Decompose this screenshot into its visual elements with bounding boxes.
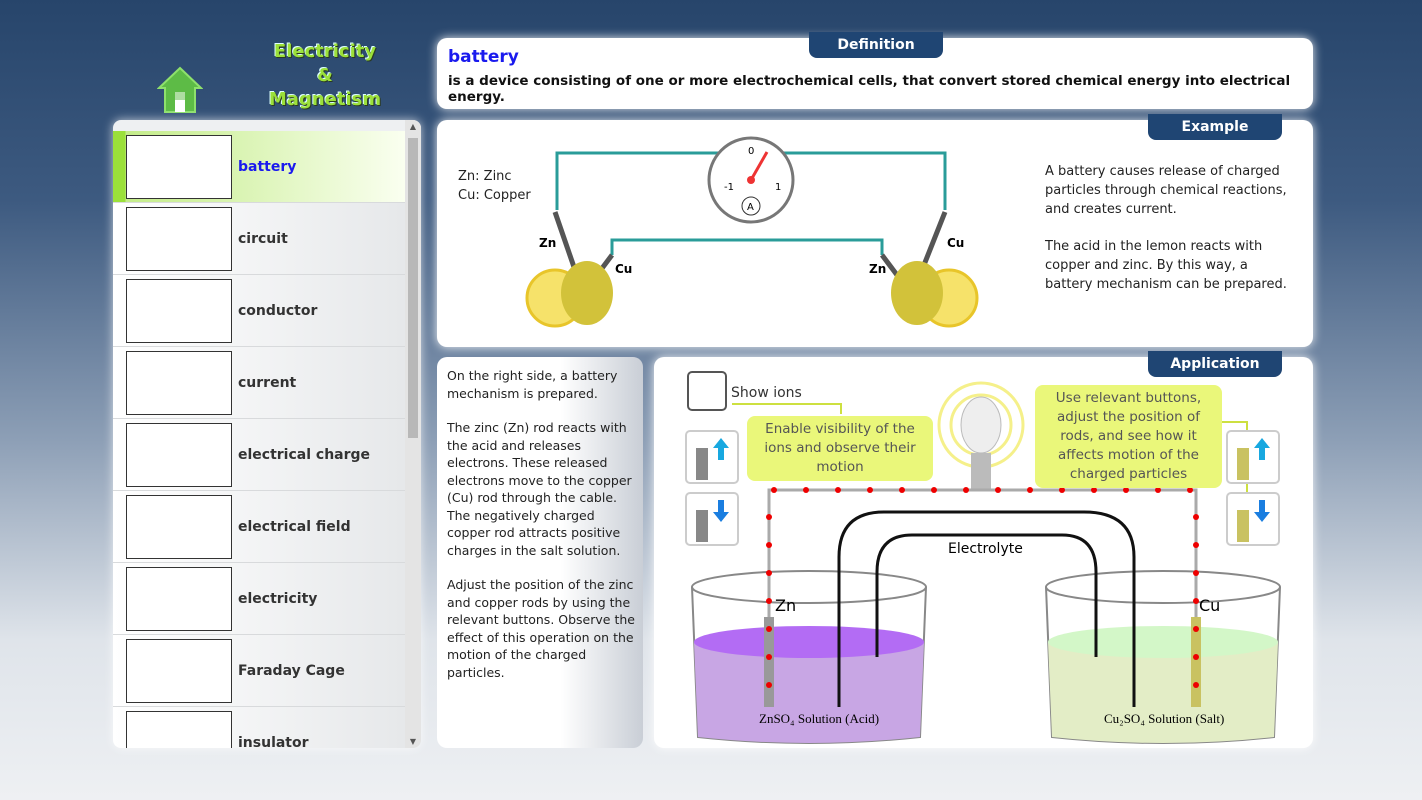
sidebar-item-insulator[interactable]: insulator: [113, 707, 405, 748]
explanation-p1: On the right side, a battery mechanism i…: [447, 368, 618, 401]
topic-thumbnail: [126, 350, 232, 415]
definition-text: is a device consisting of one or more el…: [448, 73, 1291, 105]
sidebar-item-electrical-charge[interactable]: electrical charge: [113, 419, 405, 491]
charged-particle: [766, 570, 772, 576]
tab-definition: Definition: [809, 32, 943, 58]
sidebar-item-label: electricity: [238, 590, 318, 607]
home-icon[interactable]: [157, 66, 203, 114]
sidebar-item-label: insulator: [238, 734, 309, 749]
zn-rod-up-button[interactable]: [685, 430, 739, 484]
sidebar-item-label: current: [238, 374, 297, 391]
show-ions-label[interactable]: Show ions: [731, 385, 802, 401]
lemon-battery-illustration: A 0 -1 1 Zn Cu Zn Cu: [525, 136, 979, 328]
charged-particle: [1193, 654, 1199, 660]
charged-particle: [766, 598, 772, 604]
charged-particle: [1193, 514, 1199, 520]
charged-particle: [1187, 487, 1193, 493]
scroll-up-icon[interactable]: ▲: [409, 122, 417, 131]
sidebar-item-circuit[interactable]: circuit: [113, 203, 405, 275]
charged-particle: [835, 487, 841, 493]
charged-particle: [1027, 487, 1033, 493]
charged-particle: [931, 487, 937, 493]
tab-example: Example: [1148, 114, 1282, 140]
sidebar-item-electrical-field[interactable]: electrical field: [113, 491, 405, 563]
sidebar-item-label: electrical field: [238, 518, 351, 535]
app-title: Electricity & Magnetism: [268, 41, 382, 110]
tab-application: Application: [1148, 351, 1282, 377]
meter-unit: A: [747, 202, 754, 213]
sidebar-item-label: battery: [238, 158, 297, 175]
topic-thumbnail: [126, 494, 232, 559]
topic-thumbnail: [126, 566, 232, 631]
charged-particle: [1193, 542, 1199, 548]
sidebar-item-label: Faraday Cage: [238, 662, 345, 679]
sidebar-item-current[interactable]: current: [113, 347, 405, 419]
explanation-panel: On the right side, a battery mechanism i…: [437, 357, 643, 748]
example-text: A battery causes release of charged part…: [1045, 164, 1287, 292]
show-ions-checkbox[interactable]: [687, 371, 727, 411]
charged-particle: [766, 682, 772, 688]
tip-rods: Use relevant buttons, adjust the positio…: [1035, 385, 1222, 488]
charged-particle: [899, 487, 905, 493]
charged-particle: [1091, 487, 1097, 493]
charged-particle: [963, 487, 969, 493]
charged-particle: [766, 654, 772, 660]
definition-term: battery: [448, 47, 519, 67]
meter-zero: 0: [748, 146, 754, 157]
sidebar-item-faraday-cage[interactable]: Faraday Cage: [113, 635, 405, 707]
charged-particle: [995, 487, 1001, 493]
sidebar-item-label: circuit: [238, 230, 288, 247]
charged-particle: [771, 487, 777, 493]
topic-thumbnail: [126, 638, 232, 703]
charged-particle: [766, 542, 772, 548]
cu-label-right: Cu: [947, 236, 964, 250]
electrolysis-diagram: Electrolyte Zn Cu ZnSO₄ Solution (Acid) …: [691, 381, 1281, 744]
topic-thumbnail: [126, 710, 232, 748]
charged-particle: [1193, 598, 1199, 604]
sidebar-item-conductor[interactable]: conductor: [113, 275, 405, 347]
topic-thumbnail: [126, 278, 232, 343]
charged-particle: [867, 487, 873, 493]
electrolyte-label: Electrolyte: [948, 541, 1023, 557]
right-solution-label: Cu₂SO₄ Solution (Salt): [1104, 711, 1224, 726]
explanation-p3: Adjust the position of the zinc and copp…: [447, 577, 635, 680]
left-solution-label: ZnSO₄ Solution (Acid): [759, 711, 879, 726]
cu-label-left: Cu: [615, 262, 632, 276]
scroll-down-icon[interactable]: ▼: [409, 737, 417, 746]
meter-neg: -1: [724, 182, 734, 193]
application-panel: Show ions Electrolyte Zn Cu ZnSO₄ Soluti…: [654, 357, 1313, 748]
charged-particle: [766, 514, 772, 520]
zn-label-right: Zn: [869, 262, 886, 276]
charged-particle: [1193, 682, 1199, 688]
cu-rod-up-button[interactable]: [1226, 430, 1280, 484]
charged-particle: [1059, 487, 1065, 493]
charged-particle: [1123, 487, 1129, 493]
topic-list: battery circuit conductor current electrical…: [113, 120, 421, 748]
cu-rod-down-button[interactable]: [1226, 492, 1280, 546]
topic-thumbnail: [126, 422, 232, 487]
sidebar-item-electricity[interactable]: electricity: [113, 563, 405, 635]
meter-pos: 1: [775, 182, 781, 193]
charged-particle: [803, 487, 809, 493]
zn-rod-label: Zn: [775, 596, 796, 615]
zn-rod-down-button[interactable]: [685, 492, 739, 546]
charged-particle: [1193, 570, 1199, 576]
topic-thumbnail: [126, 206, 232, 271]
explanation-p2: The zinc (Zn) rod reacts with the acid a…: [447, 420, 632, 558]
tip-show-ions: Enable visibility of the ions and observ…: [747, 416, 933, 481]
scrollbar-thumb[interactable]: [408, 138, 418, 438]
definition-panel: battery is a device consisting of one or…: [437, 38, 1313, 109]
sidebar-item-label: electrical charge: [238, 446, 371, 463]
charged-particle: [766, 626, 772, 632]
sidebar-item-battery[interactable]: battery: [113, 131, 405, 203]
sidebar-item-label: conductor: [238, 302, 318, 319]
cu-rod-label: Cu: [1199, 596, 1220, 615]
charged-particle: [1193, 626, 1199, 632]
scrollbar[interactable]: ▲ ▼: [405, 120, 421, 748]
topic-thumbnail: [126, 134, 232, 199]
zn-label-left: Zn: [539, 236, 556, 250]
charged-particle: [1155, 487, 1161, 493]
